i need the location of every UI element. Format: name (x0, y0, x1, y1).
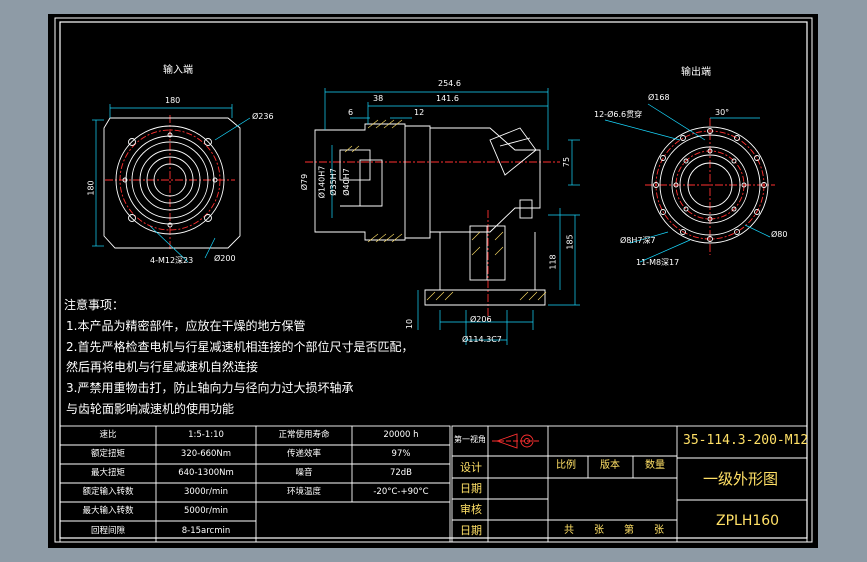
input-end-view (103, 115, 241, 250)
dim-6: 6 (348, 108, 354, 117)
note-line-3: 然后再将电机与行星减速机自然连接 (66, 360, 259, 374)
review-label: 审核 (460, 503, 482, 516)
spec-value: 3000r/min (183, 487, 229, 497)
spec-label: 噪音 (295, 468, 313, 478)
dim-phi79: Ø79 (300, 173, 310, 191)
spec-label: 额定输入转数 (82, 487, 134, 497)
spec-value: 8-15arcmin (181, 526, 231, 536)
note-line-4: 3.严禁用重物击打，防止轴向力与径向力过大损坏轴承 (66, 381, 354, 395)
scale-label: 比例 (556, 460, 576, 471)
spec-value: 640-1300Nm (178, 468, 234, 478)
title-block-grid (451, 425, 808, 543)
dim-30deg: 30° (715, 108, 730, 117)
dim-38: 38 (373, 94, 384, 103)
sheets-label: 共 张 第 张 (564, 525, 664, 536)
dim-185: 185 (565, 234, 575, 250)
side-section-dims (324, 88, 580, 345)
dim-180-top: 180 (165, 96, 181, 105)
spec-label: 最大扭矩 (90, 468, 125, 478)
spec-value: 72dB (389, 468, 413, 478)
spec-label: 正常使用寿命 (278, 430, 330, 440)
dim-254-6: 254.6 (438, 79, 461, 88)
dim-180-side: 180 (86, 180, 96, 196)
dim-12: 12 (414, 108, 425, 117)
dim-118: 118 (548, 254, 558, 270)
drawing-title: 一级外形图 (703, 470, 779, 488)
input-end-dims (92, 104, 251, 263)
dim-phi200: Ø200 (214, 254, 236, 263)
spec-label: 回程间隙 (90, 526, 125, 536)
dim-phi236: Ø236 (252, 112, 274, 121)
dim-phi114: Ø114.3C7 (462, 335, 502, 344)
dim-holes-out: 12-Ø6.6贯穿 (594, 110, 643, 119)
output-end-label: 输出端 (681, 67, 711, 78)
output-end-view (645, 118, 775, 255)
spec-label: 环境温度 (286, 487, 321, 497)
spec-value: 97% (391, 449, 411, 459)
dim-pin8h7: Ø8H7深7 (620, 236, 656, 245)
side-section-hatch (344, 119, 547, 301)
drawing-number: 35-114.3-200-M12 (683, 433, 809, 448)
note-line-2: 2.首先严格检查电机与行星减速机相连接的个部位尺寸是否匹配， (66, 340, 414, 354)
spec-table-grid (59, 425, 451, 543)
dim-141-6: 141.6 (436, 94, 459, 103)
quantity-label: 数量 (645, 460, 665, 471)
spec-value: 20000 h (383, 430, 419, 440)
dim-phi206: Ø206 (470, 315, 492, 324)
spec-label: 最大输入转数 (82, 506, 134, 516)
spec-label: 额定扭矩 (90, 449, 125, 459)
dim-75: 75 (562, 156, 572, 168)
spec-value: 1:5-1:10 (188, 430, 224, 440)
design-label: 设计 (460, 461, 482, 474)
dim-phi40h7: Ø40H7 (341, 168, 351, 196)
projection-label: 第一视角 (454, 435, 486, 444)
spec-value: -20°C-+90°C (373, 487, 429, 497)
drawing-sheet (48, 14, 818, 548)
projection-symbol (492, 433, 540, 449)
dim-holes-m8: 11-M8深17 (636, 258, 680, 267)
dim-holes-in: 4-M12深23 (150, 256, 194, 265)
dim-phi168: Ø168 (648, 93, 670, 102)
date-label-2: 日期 (460, 524, 482, 537)
inner-border (59, 21, 808, 539)
notes-heading: 注意事项： (64, 298, 125, 312)
spec-value: 320-660Nm (180, 449, 232, 459)
output-end-dims (604, 103, 771, 263)
spec-label: 速比 (99, 430, 117, 440)
dim-10: 10 (405, 318, 415, 330)
model-number: ZPLH160 (716, 513, 780, 529)
note-line-5: 与齿轮面影响减速机的使用功能 (66, 402, 235, 416)
dim-phi35h7: Ø35H7 (328, 168, 338, 196)
side-section-view (305, 123, 560, 320)
spec-value: 5000r/min (183, 506, 229, 516)
version-label: 版本 (600, 460, 620, 471)
spec-label: 传递效率 (286, 449, 321, 459)
date-label-1: 日期 (460, 482, 482, 495)
input-end-label: 输入端 (163, 65, 193, 76)
dim-phi80: Ø80 (771, 230, 788, 239)
dim-phi140h7: Ø140H7 (317, 165, 327, 199)
note-line-1: 1.本产品为精密部件，应放在干燥的地方保管 (66, 319, 306, 333)
